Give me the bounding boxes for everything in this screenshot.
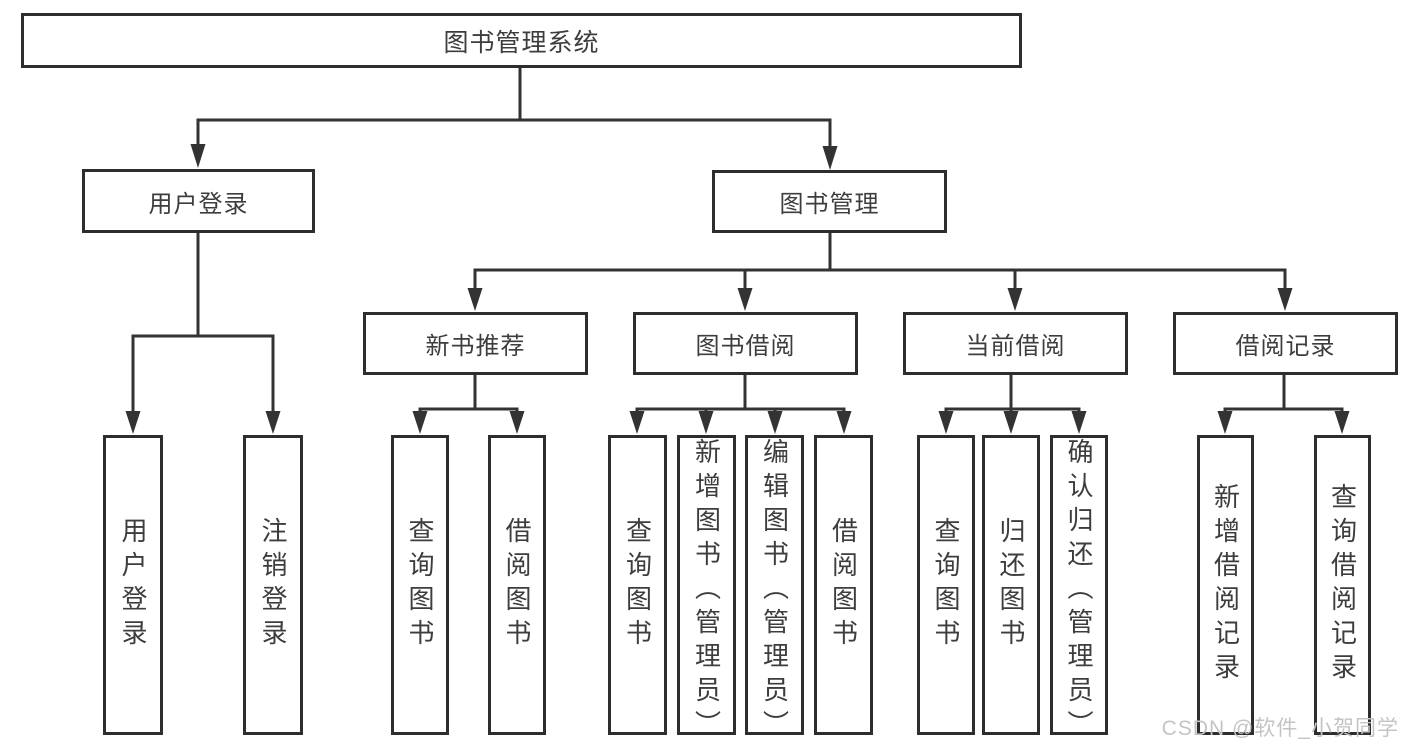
- leaf-user-login: 用户登录: [103, 435, 163, 735]
- csdn-watermark: CSDN @软件_小贺同学: [1161, 717, 1399, 740]
- node-book-management: 图书管理: [712, 170, 947, 233]
- node-user-login: 用户登录: [82, 169, 315, 233]
- leaf-query-books-borrowing: 查询图书: [608, 435, 667, 735]
- leaf-query-books-recommendation: 查询图书: [391, 435, 449, 735]
- leaf-confirm-return-admin: 确认归还（管理员）: [1050, 435, 1108, 744]
- node-book-borrowing: 图书借阅: [633, 312, 858, 375]
- node-borrowing-records: 借阅记录: [1173, 312, 1398, 375]
- leaf-query-books-current: 查询图书: [917, 435, 975, 735]
- leaf-logout: 注销登录: [243, 435, 303, 735]
- leaf-add-borrow-record: 新增借阅记录: [1197, 435, 1254, 735]
- node-current-borrowing: 当前借阅: [903, 312, 1128, 375]
- node-new-book-recommendation: 新书推荐: [363, 312, 588, 375]
- leaf-add-book-admin: 新增图书（管理员）: [677, 435, 736, 744]
- leaf-edit-book-admin: 编辑图书（管理员）: [745, 435, 804, 744]
- leaf-borrow-books-borrowing: 借阅图书: [814, 435, 873, 735]
- leaf-return-books: 归还图书: [982, 435, 1040, 735]
- node-library-management-system: 图书管理系统: [21, 13, 1022, 68]
- leaf-borrow-books-recommendation: 借阅图书: [488, 435, 546, 735]
- leaf-query-borrow-record: 查询借阅记录: [1314, 435, 1371, 735]
